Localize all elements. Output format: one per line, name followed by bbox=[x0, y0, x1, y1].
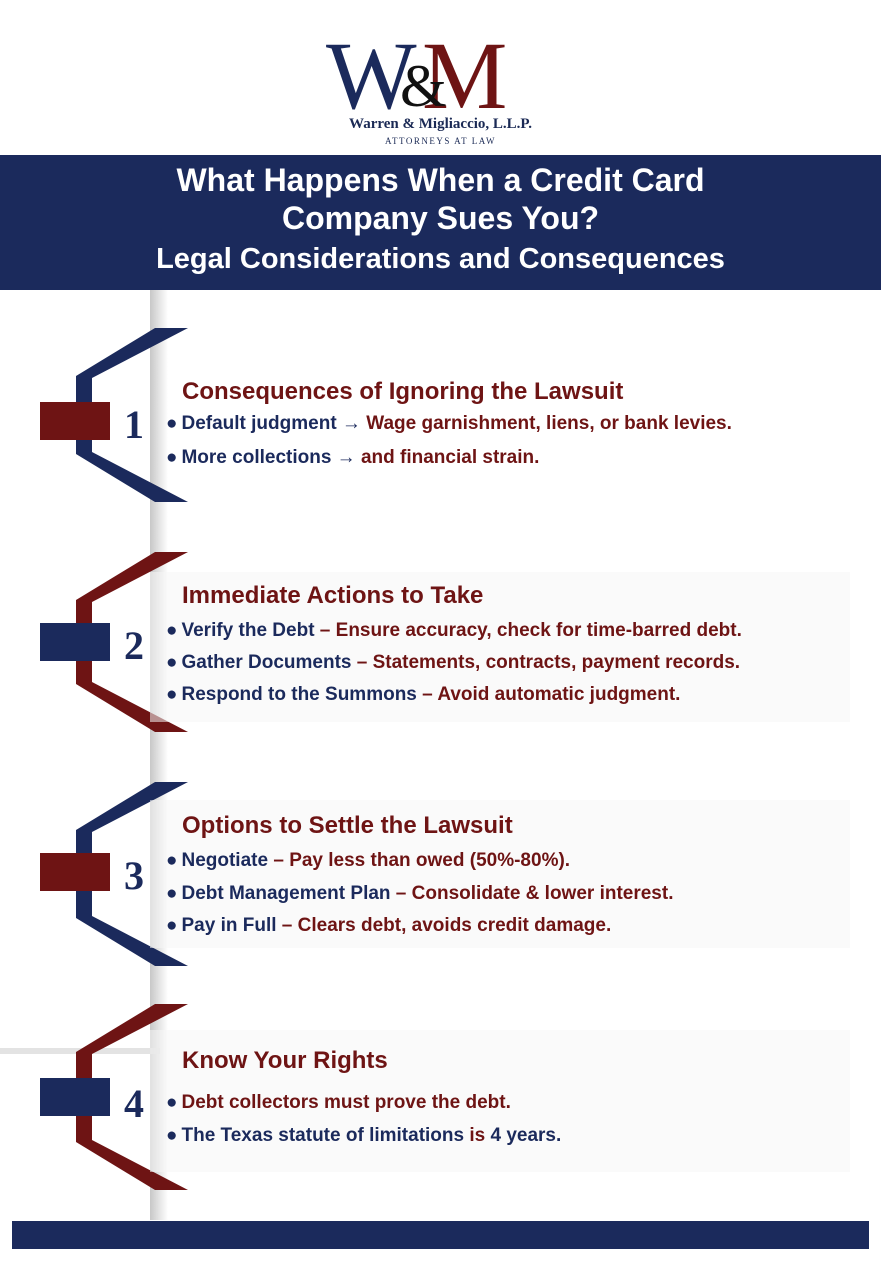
timeline-spine bbox=[0, 290, 188, 1220]
tab-2 bbox=[40, 623, 110, 661]
section-panel-3 bbox=[150, 800, 850, 948]
firm-name: Warren & Migliaccio, L.L.P. bbox=[349, 116, 532, 132]
section-panel-4 bbox=[150, 1030, 850, 1172]
list-item: ●Pay in Full – Clears debt, avoids credi… bbox=[166, 915, 612, 936]
list-item: ●Debt Management Plan – Consolidate & lo… bbox=[166, 883, 674, 904]
section-title: Options to Settle the Lawsuit bbox=[182, 812, 513, 839]
page-title-line-1: What Happens When a Credit Card bbox=[176, 162, 705, 198]
title-banner: What Happens When a Credit Card Company … bbox=[0, 155, 881, 290]
section-title: Immediate Actions to Take bbox=[182, 582, 484, 609]
list-item: ●Verify the Debt – Ensure accuracy, chec… bbox=[166, 620, 742, 641]
section-title: Know Your Rights bbox=[182, 1047, 388, 1074]
section-number: 4 bbox=[124, 1081, 144, 1126]
bracket-1 bbox=[76, 328, 188, 502]
section-number: 1 bbox=[124, 402, 144, 447]
list-item: ●The Texas statute of limitations is 4 y… bbox=[166, 1125, 562, 1146]
list-item: ●Debt collectors must prove the debt. bbox=[166, 1092, 511, 1113]
section-number: 2 bbox=[124, 623, 144, 668]
firm-tagline: ATTORNEYS AT LAW bbox=[385, 136, 496, 146]
section-panel-2 bbox=[150, 572, 850, 722]
footer-bar bbox=[12, 1221, 869, 1249]
tab-3 bbox=[40, 853, 110, 891]
section-title: Consequences of Ignoring the Lawsuit bbox=[182, 378, 624, 405]
tab-4 bbox=[40, 1078, 110, 1116]
list-item: ●Gather Documents – Statements, contract… bbox=[166, 652, 741, 673]
monogram-ampersand: & bbox=[400, 53, 447, 116]
page-title-line-2: Company Sues You? bbox=[281, 200, 600, 236]
firm-monogram-logo: W M & bbox=[326, 26, 507, 116]
monogram-w: W bbox=[326, 26, 417, 116]
logo: W M & Warren & Migliaccio, L.L.P. ATTORN… bbox=[0, 0, 881, 155]
list-item: ●More collections → and financial strain… bbox=[166, 447, 540, 468]
tab-1 bbox=[40, 402, 110, 440]
page-subtitle: Legal Considerations and Consequences bbox=[156, 243, 725, 275]
list-item: ●Default judgment → Wage garnishment, li… bbox=[166, 413, 732, 434]
section-number: 3 bbox=[124, 853, 144, 898]
list-item: ●Negotiate – Pay less than owed (50%-80%… bbox=[166, 850, 571, 871]
list-item: ●Respond to the Summons – Avoid automati… bbox=[166, 684, 681, 705]
monogram-m: M bbox=[422, 26, 507, 116]
spine-connector bbox=[150, 290, 168, 1220]
